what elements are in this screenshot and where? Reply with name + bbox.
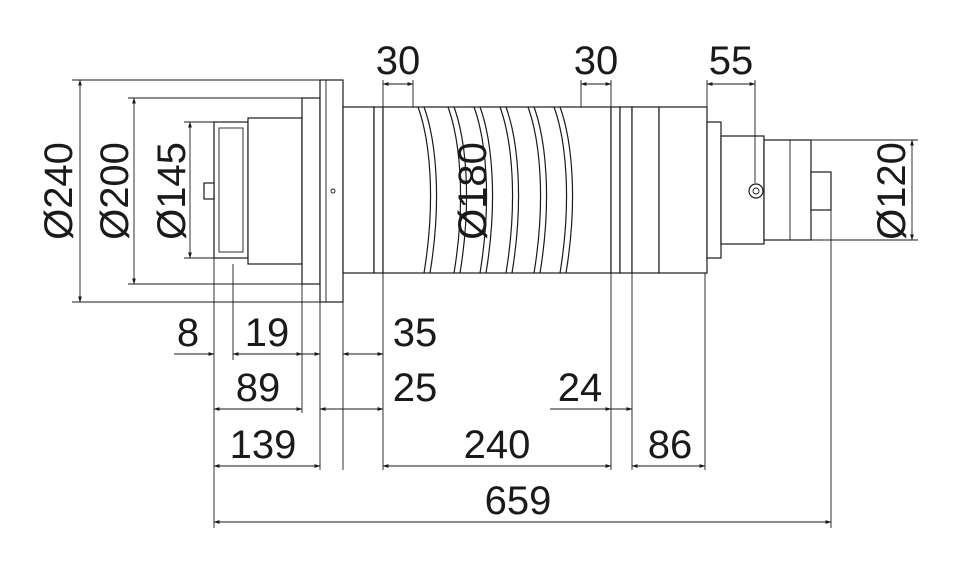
dim-240: 240 (464, 423, 531, 467)
dim-top-55: 55 (709, 39, 754, 83)
front-housing (658, 106, 708, 274)
dim-dia-240: Ø240 (37, 142, 81, 240)
dim-89: 89 (236, 366, 281, 410)
dim-top-30-left: 30 (376, 39, 421, 83)
dim-dia-145: Ø145 (150, 142, 194, 240)
dim-24: 24 (558, 366, 603, 410)
dim-dia-120: Ø120 (870, 142, 914, 240)
top-dimensions: 30 30 55 (376, 39, 756, 183)
dim-35: 35 (393, 311, 438, 355)
dim-top-30-right: 30 (574, 39, 619, 83)
diameter-dimension-right: Ø120 (764, 139, 918, 241)
bottom-dimensions: 8 19 35 89 25 24 139 240 86 659 (174, 210, 832, 528)
dim-dia-200: Ø200 (93, 142, 137, 240)
dim-19: 19 (245, 311, 290, 355)
lube-port (748, 183, 764, 199)
cooling-grooves (417, 106, 574, 274)
rear-housing (247, 117, 303, 265)
dim-8: 8 (177, 311, 199, 355)
spacer-ring (342, 106, 375, 274)
diameter-dimensions-left: Ø240 Ø200 Ø145 (37, 79, 320, 303)
flange-hole (330, 188, 336, 194)
dim-139: 139 (230, 423, 297, 467)
dim-25: 25 (393, 366, 438, 410)
flange-step (301, 97, 321, 285)
cooling-sleeve (382, 106, 612, 274)
nose-tip (763, 139, 812, 241)
dim-dia-180: Ø180 (451, 142, 495, 240)
spindle-nose (720, 135, 765, 245)
rear-cap (213, 121, 249, 259)
dim-86: 86 (648, 423, 693, 467)
spindle-body (203, 79, 832, 303)
dim-659: 659 (485, 479, 552, 523)
main-flange (319, 79, 344, 303)
